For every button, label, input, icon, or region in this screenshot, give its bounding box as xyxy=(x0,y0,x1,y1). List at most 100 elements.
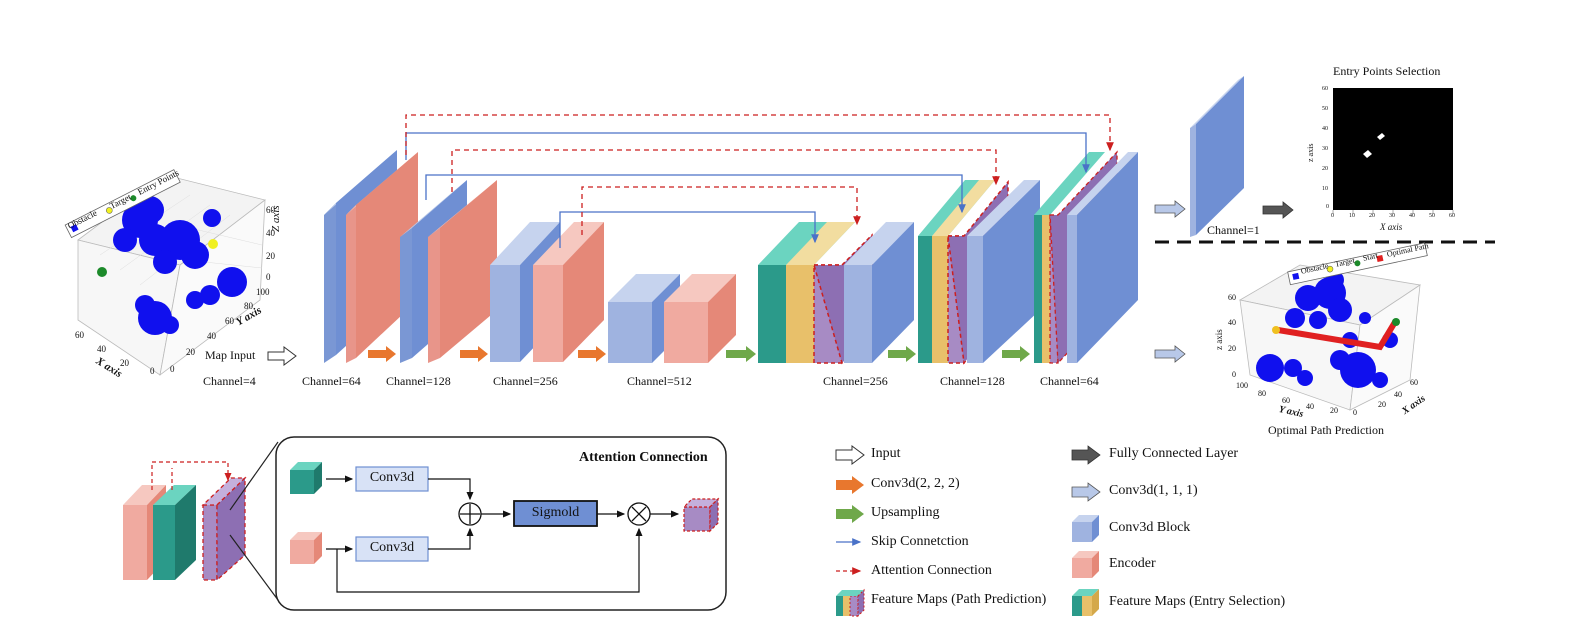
legend-fm-path-icon xyxy=(836,588,865,618)
legend-upsampling-icon xyxy=(836,505,864,523)
path-x-tick-20: 20 xyxy=(1378,400,1386,409)
encoder-channel-256: Channel=256 xyxy=(493,374,558,388)
attention-connections xyxy=(405,114,1114,235)
legend-fc-icon xyxy=(1071,445,1101,465)
decoder-stage-128 xyxy=(918,179,1040,365)
input-arrow xyxy=(267,346,297,366)
legend-conv-block-label: Conv3d Block xyxy=(1109,520,1191,535)
entry-y-tick-60: 60 xyxy=(1322,86,1328,92)
entry-x-tick-30: 30 xyxy=(1389,213,1395,219)
upsample-arrows xyxy=(726,346,1030,362)
decoder-channel-64: Channel=64 xyxy=(1040,374,1099,388)
attention-sigmoid: Sigmold xyxy=(531,505,580,520)
input-z-tick-60: 60 xyxy=(266,205,275,215)
legend-input-icon xyxy=(835,445,865,465)
path-x-tick-40: 40 xyxy=(1394,390,1402,399)
input-y-tick-20: 20 xyxy=(186,347,195,357)
decoder-channel-256: Channel=256 xyxy=(823,374,888,388)
entry-points-plot xyxy=(1332,88,1454,214)
legend-fc-label: Fully Connected Layer xyxy=(1109,446,1239,461)
legend-fm-path-label: Feature Maps (Path Prediction) xyxy=(871,592,1047,607)
entry-y-tick-40: 40 xyxy=(1322,126,1328,132)
output-arrows xyxy=(1154,200,1294,363)
legend-conv111-icon xyxy=(1071,482,1101,502)
legend-conv111-label: Conv3d(1, 1, 1) xyxy=(1109,483,1198,498)
entry-x-tick-0: 0 xyxy=(1331,213,1334,219)
entry-x-axis-label: X axis xyxy=(1380,222,1403,232)
entry-output-slab xyxy=(1190,76,1244,237)
path-z-tick-0: 0 xyxy=(1232,370,1236,379)
optimal-path-title: Optimal Path Prediction xyxy=(1268,423,1384,437)
input-3d-map xyxy=(64,169,266,376)
entry-y-tick-0: 0 xyxy=(1326,204,1329,210)
map-input-label: Map Input xyxy=(205,348,256,362)
entry-y-tick-10: 10 xyxy=(1322,186,1328,192)
encoder-channel-512: Channel=512 xyxy=(627,374,692,388)
decoder-channel-128: Channel=128 xyxy=(940,374,1005,388)
legend-fm-entry-label: Feature Maps (Entry Selection) xyxy=(1109,594,1286,609)
input-x-tick-60: 60 xyxy=(75,330,84,340)
input-z-tick-40: 40 xyxy=(266,228,275,238)
path-z-tick-20: 20 xyxy=(1228,344,1236,353)
attention-flow xyxy=(290,462,720,593)
entry-y-axis-label: z axis xyxy=(1306,143,1315,162)
input-x-tick-0: 0 xyxy=(150,366,155,376)
path-z-tick-40: 40 xyxy=(1228,318,1236,327)
entry-x-tick-10: 10 xyxy=(1349,213,1355,219)
entry-y-tick-50: 50 xyxy=(1322,106,1328,112)
entry-y-tick-20: 20 xyxy=(1322,166,1328,172)
entry-x-tick-50: 50 xyxy=(1429,213,1435,219)
input-y-tick-40: 40 xyxy=(207,331,216,341)
input-y-tick-80: 80 xyxy=(244,301,253,311)
entry-x-tick-60: 60 xyxy=(1449,213,1455,219)
input-y-tick-0: 0 xyxy=(170,364,175,374)
attention-mini-blocks xyxy=(123,441,279,601)
input-x-tick-40: 40 xyxy=(97,344,106,354)
legend-input-label: Input xyxy=(871,446,901,461)
legend-encoder-icon xyxy=(1072,551,1099,578)
entry-points-title: Entry Points Selection xyxy=(1333,64,1441,78)
path-y-tick-80: 80 xyxy=(1258,389,1266,398)
path-y-tick-40: 40 xyxy=(1306,402,1314,411)
skip-connections xyxy=(405,132,1090,248)
input-y-tick-60: 60 xyxy=(225,316,234,326)
conv-downsample-arrows xyxy=(368,346,606,362)
attention-title: Attention Connection xyxy=(579,450,708,465)
optimal-path-3d-plot xyxy=(1238,242,1428,411)
legend-icons xyxy=(835,445,1101,618)
decoder-stage-256 xyxy=(758,222,914,365)
legend-conv222-label: Conv3d(2, 2, 2) xyxy=(871,476,960,491)
encoder-stage-256 xyxy=(490,222,604,362)
decoder-stage-64 xyxy=(1034,150,1138,365)
legend-conv-block-icon xyxy=(1072,515,1099,542)
legend-skip-label: Skip Connetction xyxy=(871,534,969,549)
encoder-stage-128 xyxy=(400,180,497,363)
input-y-tick-100: 100 xyxy=(256,287,270,297)
legend-fm-entry-icon xyxy=(1072,589,1099,616)
path-z-axis-label: z axis xyxy=(1214,329,1224,350)
entry-channel-label: Channel=1 xyxy=(1207,223,1260,237)
path-y-tick-0: 0 xyxy=(1353,408,1357,417)
input-z-tick-20: 20 xyxy=(266,251,275,261)
legend-upsampling-label: Upsampling xyxy=(871,505,940,520)
path-z-tick-60: 60 xyxy=(1228,293,1236,302)
encoder-channel-128: Channel=128 xyxy=(386,374,451,388)
encoder-stage-512 xyxy=(608,274,736,363)
entry-x-tick-40: 40 xyxy=(1409,213,1415,219)
input-z-tick-0: 0 xyxy=(266,272,271,282)
entry-x-tick-20: 20 xyxy=(1369,213,1375,219)
attention-conv-bottom: Conv3d xyxy=(369,540,415,555)
path-y-tick-100: 100 xyxy=(1236,381,1248,390)
legend-conv222-icon xyxy=(836,476,864,494)
legend-encoder-label: Encoder xyxy=(1109,556,1156,571)
encoder-channel-64: Channel=64 xyxy=(302,374,361,388)
path-y-tick-20: 20 xyxy=(1330,406,1338,415)
input-channel-label: Channel=4 xyxy=(203,374,256,388)
path-x-tick-60: 60 xyxy=(1410,378,1418,387)
attention-conv-top: Conv3d xyxy=(369,470,415,485)
input-x-tick-20: 20 xyxy=(120,358,129,368)
entry-y-tick-30: 30 xyxy=(1322,146,1328,152)
legend-attention-label: Attention Connection xyxy=(871,563,992,578)
